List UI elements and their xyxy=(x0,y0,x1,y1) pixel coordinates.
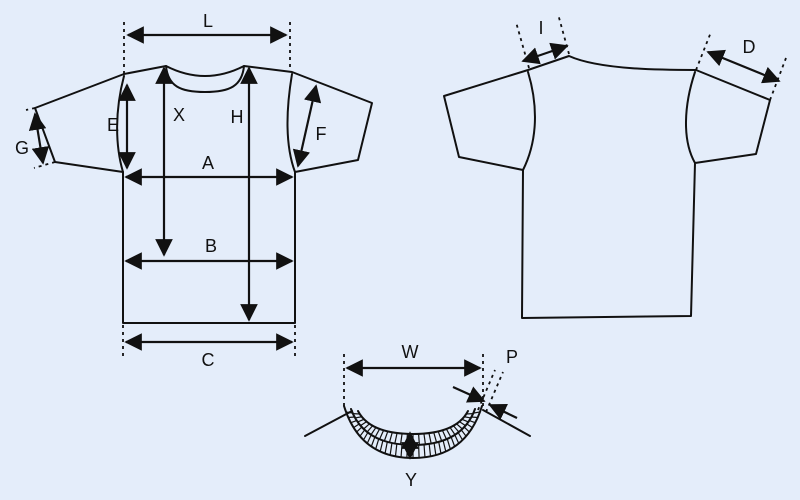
dim-cuff-G xyxy=(28,112,50,165)
guide-collar-p-left xyxy=(477,369,496,411)
guide-back-shoulder-outer xyxy=(515,21,530,69)
collar-rib-line xyxy=(363,423,370,430)
collar-rib-line xyxy=(457,432,464,441)
label-P: P xyxy=(506,347,518,367)
collar-rib-line xyxy=(433,442,437,456)
label-W: W xyxy=(402,342,419,362)
front-right-armhole xyxy=(286,73,296,173)
front-outline xyxy=(34,65,373,324)
collar-rib-line xyxy=(428,432,432,444)
front-view xyxy=(34,65,373,324)
collar-rib-line xyxy=(438,441,442,454)
collar-rib-line xyxy=(417,433,420,445)
front-neckline xyxy=(165,65,245,93)
collar-rib-line xyxy=(473,411,481,414)
collar-rib-line xyxy=(360,421,367,427)
measurement-labels: L X H E F G A B C I D W P Y xyxy=(15,11,756,490)
collar-rib-line xyxy=(400,444,403,458)
collar-rib-line xyxy=(362,432,369,441)
collar-rib-line xyxy=(350,420,357,424)
dim-sleeve-D xyxy=(706,49,781,84)
collar-rib-line xyxy=(437,431,443,442)
collar-rib-line xyxy=(389,442,393,456)
collar-ribbing xyxy=(345,411,481,458)
collar-rib-line xyxy=(463,426,470,433)
guide-sleeve-top xyxy=(25,107,36,111)
collar-rib-line xyxy=(428,443,432,457)
label-Y: Y xyxy=(405,470,417,490)
dim-collar-p-arrow-out xyxy=(488,403,518,420)
label-F: F xyxy=(316,124,327,144)
collar-detail xyxy=(304,354,531,460)
collar-rib-line xyxy=(441,430,447,440)
collar-shoulder-left xyxy=(304,410,353,437)
collar-rib-line xyxy=(433,432,438,443)
collar-rib-line xyxy=(406,433,409,445)
label-B: B xyxy=(205,236,217,256)
collar-rib-line xyxy=(348,416,355,419)
dim-collar-p-arrow-in xyxy=(452,385,486,403)
collar-rib-line xyxy=(375,438,380,450)
label-X: X xyxy=(173,105,185,125)
collar-rib-line xyxy=(399,433,403,445)
collar-rib-line xyxy=(454,434,460,444)
collar-rib-line xyxy=(356,426,363,433)
label-G: G xyxy=(15,138,29,158)
front-guides xyxy=(25,22,296,356)
collar-rib-line xyxy=(379,430,385,440)
collar-rib-line xyxy=(459,421,466,427)
back-view xyxy=(443,55,771,319)
front-dimensions xyxy=(28,26,322,351)
label-D: D xyxy=(743,37,756,57)
collar-rib-line xyxy=(449,427,456,436)
collar-rib-line xyxy=(370,436,376,447)
label-C: C xyxy=(202,350,215,370)
collar-rib-line xyxy=(456,423,463,430)
collar-rib-line xyxy=(461,418,469,423)
collar-rib-line xyxy=(423,433,427,445)
collar-rib-line xyxy=(394,432,398,444)
label-E: E xyxy=(107,115,119,135)
collar-rib-line xyxy=(442,440,447,452)
collar-rib-line xyxy=(374,428,381,438)
label-L: L xyxy=(203,11,213,31)
collar-rib-line xyxy=(450,436,456,447)
collar-rib-line xyxy=(379,440,384,452)
collar-rib-line xyxy=(445,428,452,438)
label-H: H xyxy=(231,107,244,127)
collar-rib-line xyxy=(469,420,476,424)
label-I: I xyxy=(538,18,543,38)
back-left-armhole xyxy=(522,71,536,171)
collar-rib-line xyxy=(471,416,478,419)
dim-shoulder-seam-I xyxy=(521,42,569,65)
back-outline xyxy=(443,55,771,319)
collar-rib-line xyxy=(464,416,472,419)
collar-rib-line xyxy=(460,429,467,437)
collar-rib-line xyxy=(370,427,377,436)
label-A: A xyxy=(202,153,214,173)
collar-rib-line xyxy=(384,441,388,454)
collar-rib-line xyxy=(383,431,389,442)
back-right-armhole xyxy=(685,71,696,164)
collar-rib-line xyxy=(466,423,473,429)
collar-rib-line xyxy=(388,432,393,443)
guide-back-sleeve-top xyxy=(695,31,712,71)
collar-rib-line xyxy=(353,423,360,429)
collar-rib-line xyxy=(366,425,374,433)
collar-rib-line xyxy=(357,418,365,423)
collar-rib-line xyxy=(446,438,451,450)
collar-rib-line xyxy=(359,429,366,437)
collar-rib-line xyxy=(423,444,426,458)
dim-sleeve-F xyxy=(292,84,322,168)
collar-rib-line xyxy=(354,416,362,419)
back-guides xyxy=(515,13,787,101)
guide-sleeve-bottom xyxy=(33,161,56,169)
collar-rib-line xyxy=(345,411,353,414)
collar-rib-line xyxy=(452,425,460,433)
collar-rib-line xyxy=(394,443,398,457)
collar-rib-line xyxy=(366,434,372,444)
back-dimensions xyxy=(521,42,781,84)
